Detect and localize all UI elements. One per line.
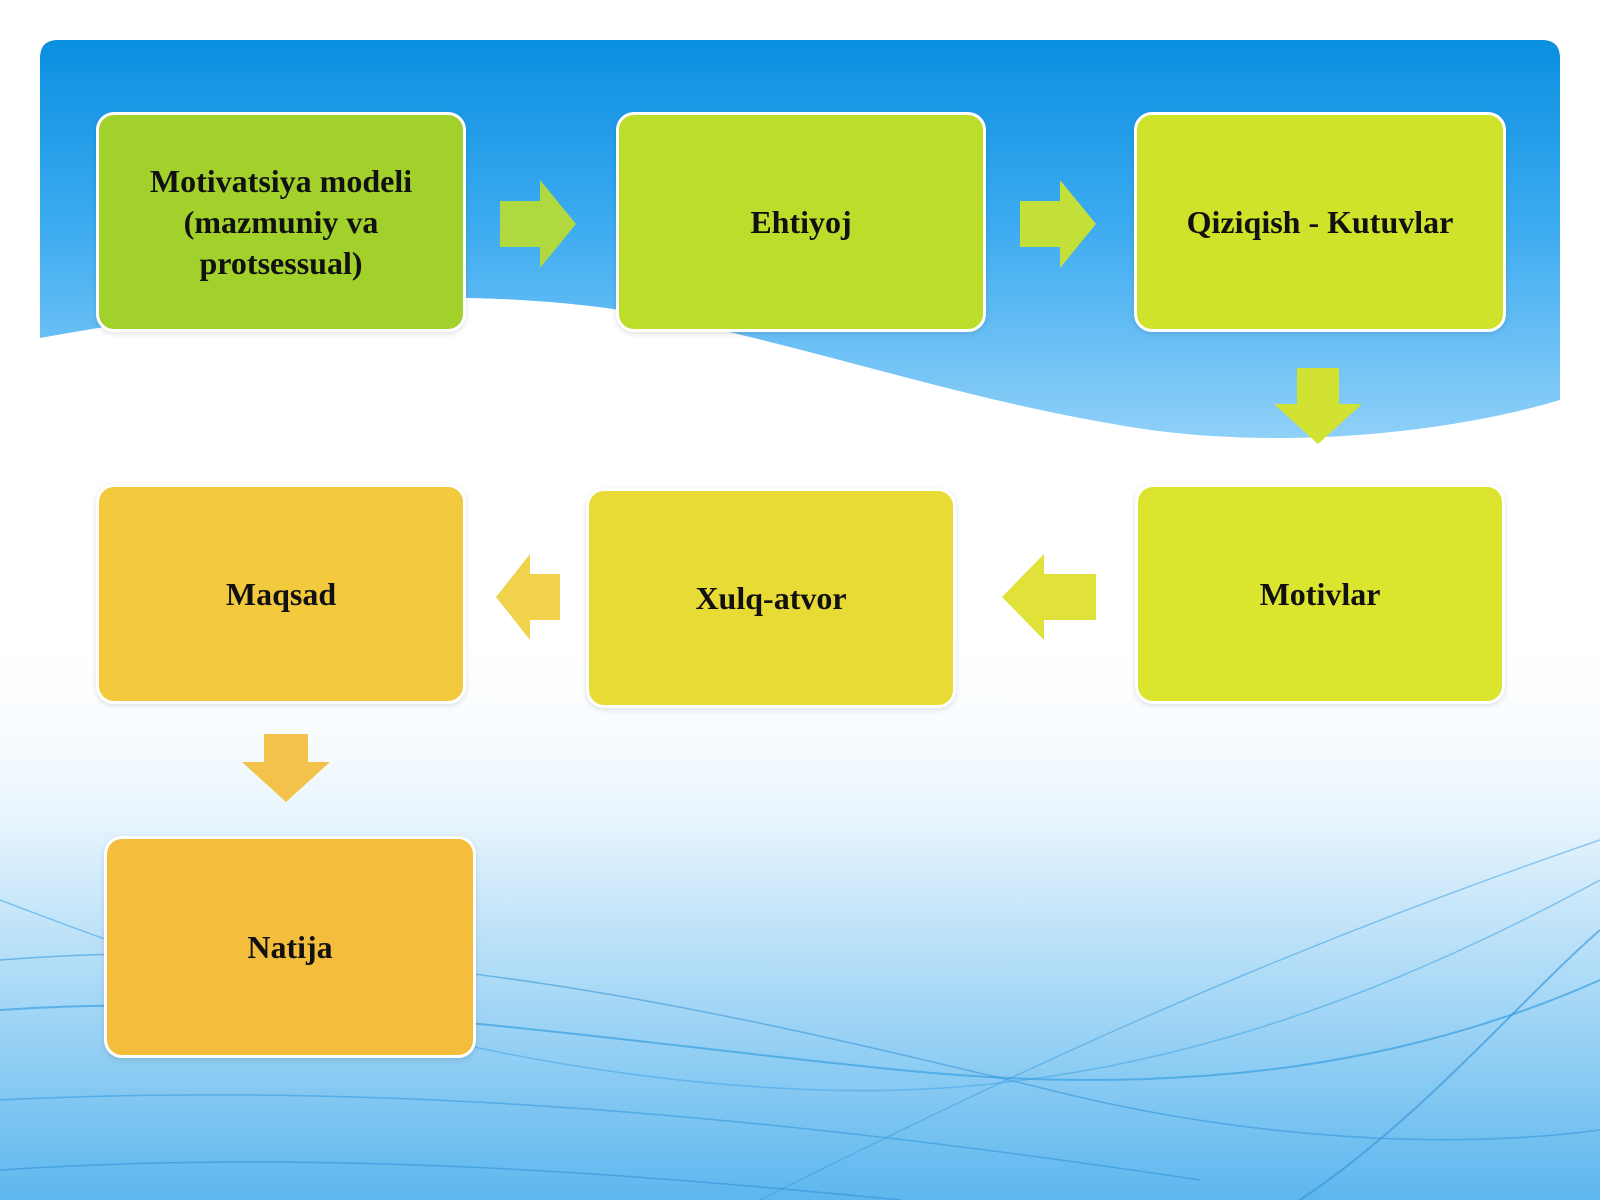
node-label-motives: Motivlar <box>1259 575 1381 612</box>
arrow-down-icon <box>242 734 330 802</box>
arrow-right-icon <box>500 180 576 268</box>
arrow-right-icon <box>1020 180 1096 268</box>
arrow-down-icon <box>1274 368 1362 444</box>
node-result: Natija <box>104 836 476 1058</box>
arrow-left-icon <box>496 554 560 640</box>
node-label-result: Natija <box>247 928 333 965</box>
node-need: Ehtiyoj <box>616 112 986 332</box>
node-motives: Motivlar <box>1135 484 1505 704</box>
node-label-need: Ehtiyoj <box>750 203 852 240</box>
node-motivation-model: Motivatsiya modeli (mazmuniy va protsess… <box>96 112 466 332</box>
node-label-interest-expectations: Qiziqish - Kutuvlar <box>1186 203 1454 240</box>
arrow-left-icon <box>1002 554 1096 640</box>
node-label-behavior: Xulq-atvor <box>695 579 847 616</box>
node-interest-expectations: Qiziqish - Kutuvlar <box>1134 112 1506 332</box>
node-behavior: Xulq-atvor <box>586 488 956 708</box>
node-label-motivation-model: Motivatsiya modeli (mazmuniy va protsess… <box>149 162 413 281</box>
node-goal: Maqsad <box>96 484 466 704</box>
node-label-goal: Maqsad <box>225 575 337 612</box>
